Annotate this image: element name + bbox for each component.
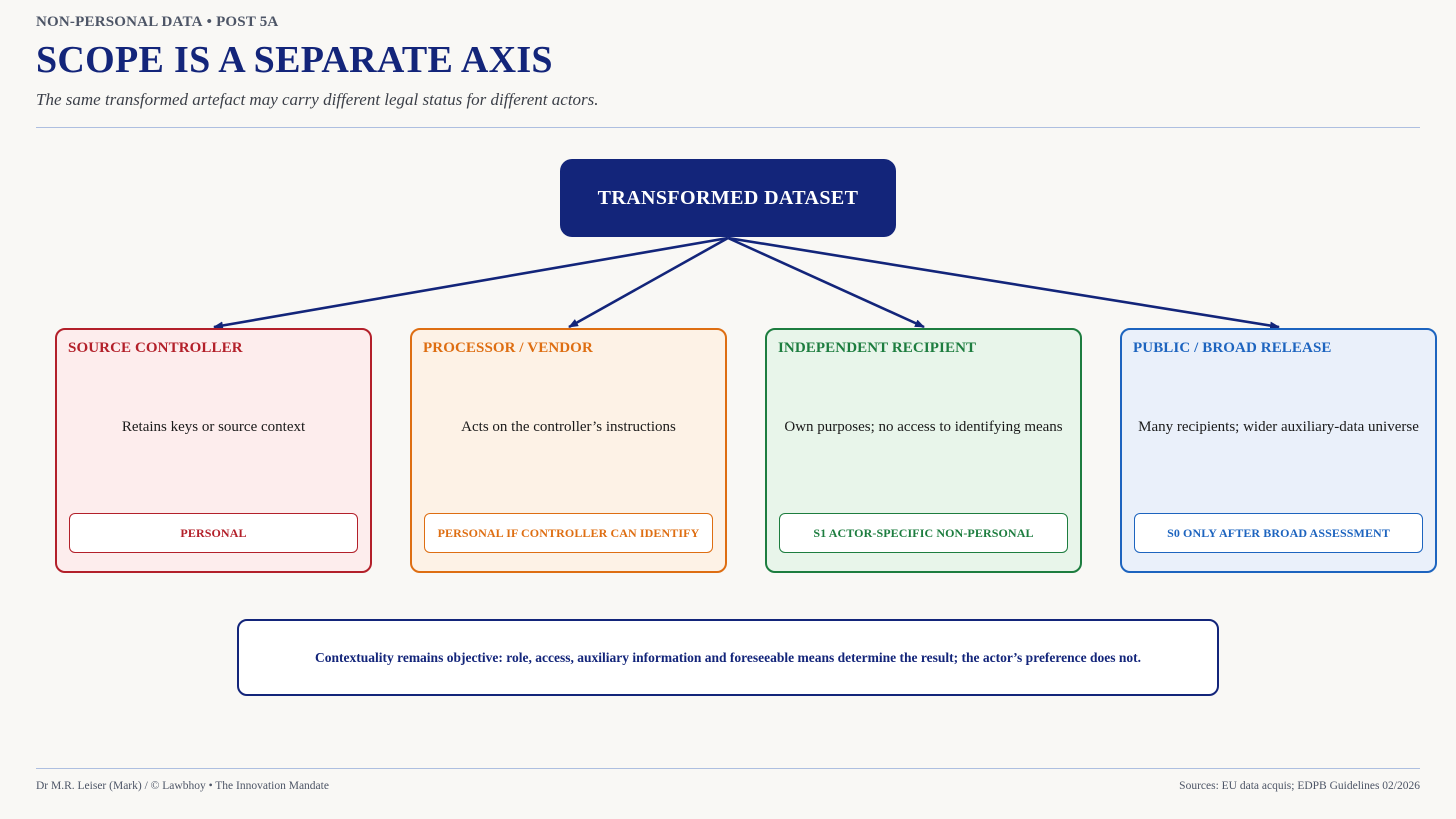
arrow-to-processor-vendor <box>568 236 729 329</box>
actor-card-title: PROCESSOR / VENDOR <box>423 340 593 356</box>
root-node-label: TRANSFORMED DATASET <box>597 186 859 209</box>
actor-card-title: PUBLIC / BROAD RELEASE <box>1133 340 1332 356</box>
status-badge: S0 ONLY AFTER BROAD ASSESSMENT <box>1134 513 1423 553</box>
actor-card-title: INDEPENDENT RECIPIENT <box>778 340 977 356</box>
status-badge: PERSONAL <box>69 513 358 553</box>
status-badge: S1 ACTOR-SPECIFIC NON-PERSONAL <box>779 513 1068 553</box>
actor-card-title: SOURCE CONTROLLER <box>68 340 243 356</box>
arrow-to-independent-recipient <box>727 236 925 329</box>
actor-card-description: Retains keys or source context <box>121 419 306 435</box>
arrow-to-public-release <box>727 236 1280 330</box>
footer-divider <box>36 768 1420 769</box>
actor-card-independent-recipient: INDEPENDENT RECIPIENT Own purposes; no a… <box>765 328 1082 573</box>
eyebrow-series: NON-PERSONAL DATA <box>36 14 203 30</box>
contextuality-note-text: Contextuality remains objective: role, a… <box>314 649 1142 665</box>
actor-card-description: Acts on the controller’s instructions <box>461 419 676 435</box>
eyebrow: NON-PERSONAL DATA•POST 5A <box>36 14 278 31</box>
root-node-transformed-dataset: TRANSFORMED DATASET <box>560 159 896 237</box>
footer-credit: Dr M.R. Leiser (Mark) / © Lawbhoy • The … <box>36 780 329 792</box>
actor-card-public-broad-release: PUBLIC / BROAD RELEASE Many recipients; … <box>1120 328 1437 573</box>
status-badge: PERSONAL IF CONTROLLER CAN IDENTIFY <box>424 513 713 553</box>
actor-card-source-controller: SOURCE CONTROLLER Retains keys or source… <box>55 328 372 573</box>
page-subtitle: The same transformed artefact may carry … <box>36 90 599 109</box>
actor-card-description: Own purposes; no access to identifying m… <box>784 419 1063 435</box>
actor-card-processor-vendor: PROCESSOR / VENDOR Acts on the controlle… <box>410 328 727 573</box>
eyebrow-post: POST 5A <box>216 14 279 30</box>
page-title: SCOPE IS A SEPARATE AXIS <box>36 39 553 81</box>
actor-card-description: Many recipients; wider auxiliary-data un… <box>1138 419 1419 435</box>
arrow-to-source-controller <box>213 236 729 330</box>
footer-sources: Sources: EU data acquis; EDPB Guidelines… <box>1179 780 1420 792</box>
contextuality-note: Contextuality remains objective: role, a… <box>237 619 1219 696</box>
eyebrow-separator: • <box>206 14 213 30</box>
header-divider <box>36 127 1420 128</box>
